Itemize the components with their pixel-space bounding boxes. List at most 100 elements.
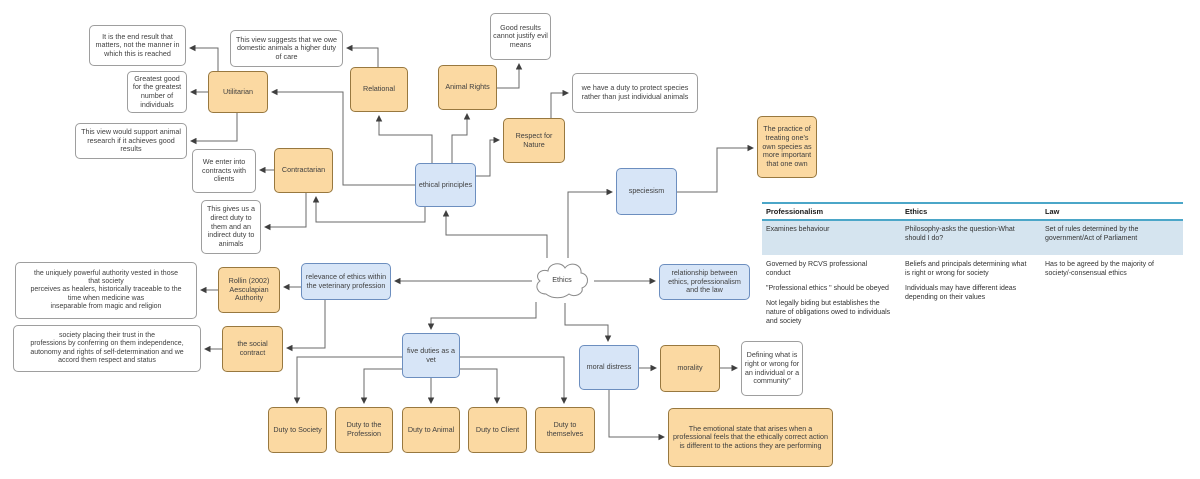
node-speciesism-box[interactable]: speciesism xyxy=(616,168,677,215)
node-label: This gives us a direct duty to them and … xyxy=(207,204,255,248)
edge-relevance-social-contract xyxy=(286,300,326,352)
node-direct-duty-note[interactable]: This gives us a direct duty to them and … xyxy=(201,200,261,254)
node-label: This view would support animal research … xyxy=(81,127,181,154)
node-label: relevance of ethics within the veterinar… xyxy=(305,271,387,290)
node-label: relationship between ethics, professiona… xyxy=(668,268,741,295)
edge-five-duties-society xyxy=(293,356,402,404)
node-animal-research-note[interactable]: This view would support animal research … xyxy=(75,123,187,159)
table-cell-paragraph: Governed by RCVS professional conduct xyxy=(766,260,868,277)
node-end-result-note[interactable]: It is the end result that matters, not t… xyxy=(89,25,186,66)
table-row: Governed by RCVS professional conduct "Pr… xyxy=(762,255,1183,333)
comparison-table[interactable]: Professionalism Ethics Law Examines behavi… xyxy=(762,202,1183,332)
node-good-results-note[interactable]: Good results cannot justify evil means xyxy=(490,13,551,60)
node-ethics-cloud[interactable]: Ethics xyxy=(530,255,594,305)
node-utilitarian-box[interactable]: Utilitarian xyxy=(208,71,268,113)
table-cell-paragraph: Not legally biding but establishes the n… xyxy=(766,299,891,326)
node-morality-box[interactable]: morality xyxy=(660,345,720,392)
table-cell: Has to be agreed by the majority of soci… xyxy=(1041,255,1183,333)
node-defining-note[interactable]: Defining what is right or wrong for an i… xyxy=(741,341,803,396)
edge-utilitarian-animal-research xyxy=(190,113,238,145)
node-label: Relational xyxy=(363,84,395,94)
node-label: Rollin (2002) Aesculapian Authority xyxy=(228,276,270,303)
node-label: the uniquely powerful authority vested i… xyxy=(30,269,182,311)
node-social-contract-box[interactable]: the social contract xyxy=(222,326,283,372)
edge-ethics-five-duties xyxy=(427,302,537,330)
node-moral-distress-box[interactable]: moral distress xyxy=(579,345,639,390)
node-five-duties-box[interactable]: five duties as a vet xyxy=(402,333,460,378)
edge-respect-nature-protect-species xyxy=(550,89,569,118)
node-label: Good results cannot justify evil means xyxy=(493,22,548,49)
node-relevance-box[interactable]: relevance of ethics within the veterinar… xyxy=(301,263,391,300)
node-relational-box[interactable]: Relational xyxy=(350,67,408,112)
table-header-professionalism: Professionalism xyxy=(766,207,824,216)
node-aesculapian-note[interactable]: the uniquely powerful authority vested i… xyxy=(15,262,197,319)
node-label: Greatest good for the greatest number of… xyxy=(132,73,182,109)
node-relationship-box[interactable]: relationship between ethics, professiona… xyxy=(659,264,750,300)
node-label: Respect for Nature xyxy=(515,130,553,149)
edge-speciesism-practice xyxy=(677,144,754,193)
table-header-law: Law xyxy=(1045,207,1060,216)
node-duty-society-box[interactable]: Duty to Society xyxy=(268,407,327,453)
node-label: We enter into contracts with clients xyxy=(202,157,246,184)
edge-animal-rights-good-results xyxy=(497,63,523,89)
node-label: Defining what is right or wrong for an i… xyxy=(744,350,800,386)
node-ethical-principles-box[interactable]: ethical principles xyxy=(415,163,476,207)
node-label: Duty to themselves xyxy=(546,420,584,438)
node-label: It is the end result that matters, not t… xyxy=(95,31,180,58)
node-label: Ethics xyxy=(552,274,572,284)
edge-ethical-principles-respect-nature xyxy=(476,136,500,177)
edge-moral-distress-emotional-state xyxy=(608,390,665,441)
table-cell: Examines behaviour xyxy=(762,220,901,255)
edge-ethical-principles-utilitarian xyxy=(271,88,415,186)
node-protect-species-note[interactable]: we have a duty to protect species rather… xyxy=(572,73,698,113)
table-cell-paragraph: Individuals may have different ideas dep… xyxy=(905,284,1017,301)
node-label: The emotional state that arises when a p… xyxy=(672,423,828,450)
node-label: speciesism xyxy=(628,186,665,196)
node-rollin-box[interactable]: Rollin (2002) Aesculapian Authority xyxy=(218,267,280,313)
edge-utilitarian-end-result xyxy=(189,44,219,71)
table-cell: Philosophy-asks the question-What should… xyxy=(901,220,1041,255)
table-cell-paragraph: Has to be agreed by the majority of soci… xyxy=(1045,260,1154,277)
edge-contractarian-direct-duty xyxy=(264,193,307,231)
node-label: This view suggests that we owe domestic … xyxy=(235,34,338,61)
node-duty-animal-box[interactable]: Duty to Animal xyxy=(402,407,460,453)
edge-relational-higher-duty xyxy=(346,44,379,67)
node-duty-themselves-box[interactable]: Duty to themselves xyxy=(535,407,595,453)
table-cell-paragraph: Beliefs and principals determining what … xyxy=(905,260,1027,277)
node-emotional-state-box[interactable]: The emotional state that arises when a p… xyxy=(668,408,833,467)
node-respect-nature-box[interactable]: Respect for Nature xyxy=(503,118,565,163)
node-contracts-clients-note[interactable]: We enter into contracts with clients xyxy=(192,149,256,193)
table-header-ethics: Ethics xyxy=(905,207,928,216)
table-cell-paragraph: "Professional ethics " should be obeyed xyxy=(766,284,889,292)
node-practice-species-box[interactable]: The practice of treating one's own speci… xyxy=(757,116,817,178)
edge-five-duties-themselves xyxy=(460,356,568,404)
edge-five-duties-profession xyxy=(360,368,402,404)
node-greatest-good-note[interactable]: Greatest good for the greatest number of… xyxy=(127,71,187,113)
table-cell: Governed by RCVS professional conduct "Pr… xyxy=(762,255,901,333)
node-contractarian-box[interactable]: Contractarian xyxy=(274,148,333,193)
node-label: Animal Rights xyxy=(445,82,490,92)
node-duty-client-box[interactable]: Duty to Client xyxy=(468,407,527,453)
node-label: Utilitarian xyxy=(223,86,253,96)
node-label: Duty to Animal xyxy=(407,424,455,434)
node-animal-rights-box[interactable]: Animal Rights xyxy=(438,65,497,110)
edge-ethical-principles-relational xyxy=(375,115,433,163)
table-header-row: Professionalism Ethics Law xyxy=(762,202,1183,221)
node-label: we have a duty to protect species rather… xyxy=(581,83,689,101)
cloud-shape xyxy=(536,263,588,299)
node-higher-duty-note[interactable]: This view suggests that we owe domestic … xyxy=(230,30,343,67)
node-duty-profession-box[interactable]: Duty to the Profession xyxy=(335,407,393,453)
table-cell: Set of rules determined by the governmen… xyxy=(1041,220,1183,255)
node-label: society placing their trust in the profe… xyxy=(30,331,184,364)
node-society-trust-note[interactable]: society placing their trust in the profe… xyxy=(13,325,201,372)
table-cell: Beliefs and principals determining what … xyxy=(901,255,1041,333)
node-label: Duty to Client xyxy=(475,424,520,434)
edge-ethics-speciesism xyxy=(567,188,613,258)
edge-five-duties-client xyxy=(460,368,501,404)
node-label: Duty to the Profession xyxy=(346,420,382,438)
edge-ethics-ethical-principles xyxy=(442,210,548,258)
node-label: morality xyxy=(677,363,703,373)
